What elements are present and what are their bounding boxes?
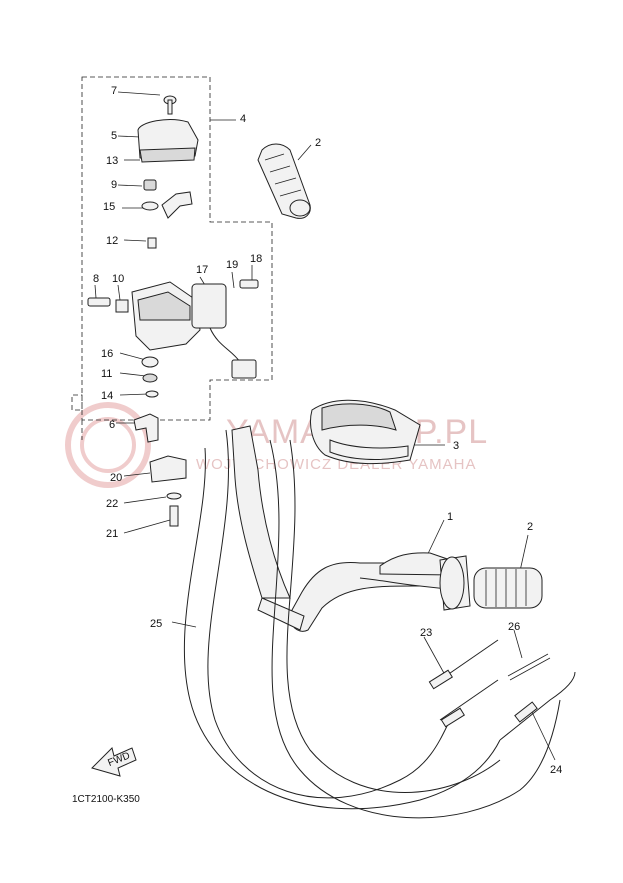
part-label-11: 11 — [101, 368, 112, 380]
part-label-4: 4 — [240, 113, 246, 125]
part-label-16: 16 — [101, 348, 113, 360]
part-label-19: 19 — [226, 259, 238, 271]
part-label-2: 2 — [527, 521, 533, 533]
part-label-25: 25 — [150, 618, 162, 630]
switch-assembly-outline — [71, 76, 273, 421]
part-label-15: 15 — [103, 201, 115, 213]
small-parts-lower — [133, 356, 187, 527]
part-label-10: 10 — [112, 273, 124, 285]
part-label-20: 20 — [110, 472, 122, 484]
part-label-14: 14 — [101, 390, 113, 402]
diagram-code: 1CT2100-K350 — [72, 794, 140, 805]
watermark-logo — [65, 402, 151, 488]
part-label-6: 6 — [109, 419, 115, 431]
handlebar-pad — [310, 399, 421, 465]
grip-right — [439, 555, 543, 611]
part-label-17: 17 — [196, 264, 208, 276]
switch-cover — [137, 95, 199, 163]
part-label-7: 7 — [111, 85, 117, 97]
part-label-23: 23 — [420, 627, 432, 639]
part-label-5: 5 — [111, 130, 117, 142]
part-label-21: 21 — [106, 528, 118, 540]
part-label-2: 2 — [315, 137, 321, 149]
part-label-24: 24 — [550, 764, 562, 776]
small-parts-upper — [141, 179, 193, 249]
cables — [183, 429, 576, 819]
handlebar — [231, 425, 457, 632]
part-label-13: 13 — [106, 155, 118, 167]
part-label-26: 26 — [508, 621, 520, 633]
part-labels: 1223456789101112131415161718192021222324… — [93, 85, 562, 776]
part-label-8: 8 — [93, 273, 99, 285]
switch-housing — [87, 279, 259, 379]
part-label-18: 18 — [250, 253, 262, 265]
part-label-1: 1 — [447, 511, 453, 523]
part-label-12: 12 — [106, 235, 118, 247]
part-label-3: 3 — [453, 440, 459, 452]
part-label-22: 22 — [106, 498, 118, 510]
part-label-9: 9 — [111, 179, 117, 191]
fwd-arrow-icon: FWD — [91, 747, 137, 777]
grip-left — [257, 143, 311, 219]
